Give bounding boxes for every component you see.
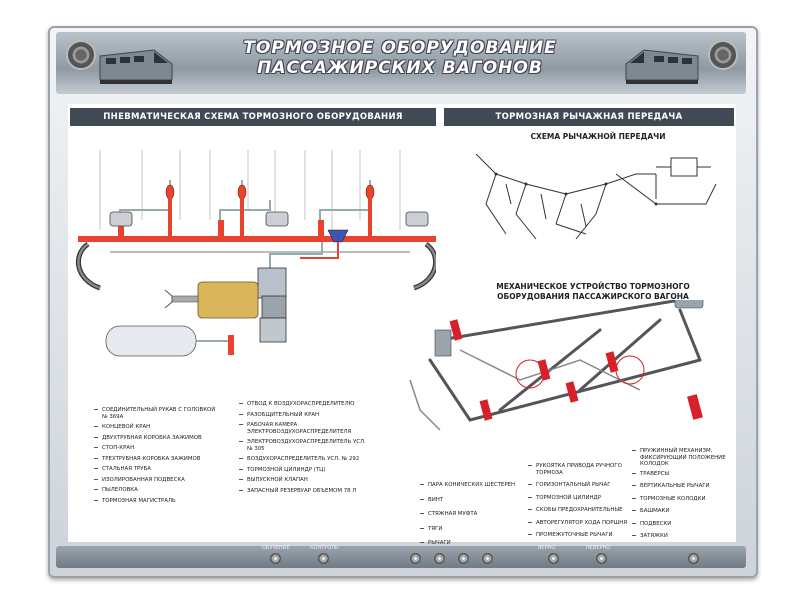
left-legend-col1: СОЕДИНИТЕЛЬНЫЙ РУКАВ С ГОЛОВКОЙ № 369А К…	[94, 407, 222, 505]
legend-item: КОНЦЕВОЙ КРАН	[94, 424, 222, 431]
legend-item: ПРУЖИННЫЙ МЕХАНИЗМ, ФИКСИРУЮЩИЙ ПОЛОЖЕНИ…	[632, 448, 732, 468]
legend-item: ДВУХТРУБНАЯ КОРОБКА ЗАЖИМОВ	[94, 435, 222, 442]
legend-item: БАШМАКИ	[632, 508, 732, 515]
legend-item: ТРЕХТРУБНАЯ КОРОБКА ЗАЖИМОВ	[94, 456, 222, 463]
legend-item: ПАРА КОНИЧЕСКИХ ШЕСТЕРЕН	[420, 482, 528, 489]
legend-item: РАЗОБЩИТЕЛЬНЫЙ КРАН	[239, 412, 367, 419]
legend-item: ПОДВЕСКИ	[632, 521, 732, 528]
legend-item: АВТОРЕГУЛЯТОР ХОДА ПОРШНЯ	[528, 520, 632, 527]
legend-item: ТЯГИ	[420, 526, 528, 533]
legend-item: ТОРМОЗНЫЕ КОЛОДКИ	[632, 496, 732, 503]
legend-item: ТОРМОЗНОЙ ЦИЛИНДР (ТЦ)	[239, 467, 367, 474]
legend-item: ИЗОЛИРОВАННАЯ ПОДВЕСКА	[94, 477, 222, 484]
select-button-1[interactable]	[410, 553, 421, 564]
power-button[interactable]	[688, 553, 699, 564]
reserve-tank	[105, 325, 197, 357]
training-button[interactable]	[270, 553, 281, 564]
legend-item: ВЕРТИКАЛЬНЫЕ РЫЧАГИ	[632, 483, 732, 490]
mechanical-brake-isometric	[409, 300, 704, 431]
right-legend-col1: ПАРА КОНИЧЕСКИХ ШЕСТЕРЕН ВИНТ СТЯЖНАЯ МУ…	[420, 482, 528, 547]
label-wrong: НЕВЕРНО	[586, 545, 611, 551]
locomotive-image-left	[99, 49, 173, 84]
legend-item: ВИНТ	[420, 497, 528, 504]
legend-item: СОЕДИНИТЕЛЬНЫЙ РУКАВ С ГОЛОВКОЙ № 369А	[94, 407, 222, 420]
mechanism-subtitle-line-2: ОБОРУДОВАНИЯ ПАССАЖИРСКОГО ВАГОНА	[497, 292, 689, 301]
legend-item: СТОП-КРАН	[94, 445, 222, 452]
title-line-1: ТОРМОЗНОЕ ОБОРУДОВАНИЕ	[243, 38, 557, 58]
legend-item: ТРАВЕРСЫ	[632, 471, 732, 478]
right-legend-col3: ПРУЖИННЫЙ МЕХАНИЗМ, ФИКСИРУЮЩИЙ ПОЛОЖЕНИ…	[632, 448, 732, 540]
mechanism-subtitle: МЕХАНИЧЕСКОЕ УСТРОЙСТВО ТОРМОЗНОГО ОБОРУ…	[478, 282, 708, 302]
right-legend-col2: РУКОЯТКА ПРИВОДА РУЧНОГО ТОРМОЗА ГОРИЗОН…	[528, 463, 632, 539]
left-section-title: ПНЕВМАТИЧЕСКАЯ СХЕМА ТОРМОЗНОГО ОБОРУДОВ…	[70, 108, 436, 126]
legend-item: ГОРИЗОНТАЛЬНЫЙ РЫЧАГ	[528, 482, 632, 489]
title-line-2: ПАССАЖИРСКИХ ВАГОНОВ	[257, 58, 543, 78]
control-button[interactable]	[318, 553, 329, 564]
label-correct: ВЕРНО	[538, 545, 556, 551]
poster-title: ТОРМОЗНОЕ ОБОРУДОВАНИЕ ПАССАЖИРСКИХ ВАГО…	[200, 38, 600, 78]
locomotive-image-right	[625, 49, 699, 84]
legend-item: ВОЗДУХОРАСПРЕДЕЛИТЕЛЬ УСЛ. № 292	[239, 456, 367, 463]
legend-item: ОТВОД К ВОЗДУХОРАСПРЕДЕЛИТЕЛЮ	[239, 401, 367, 408]
legend-item: ТОРМОЗНОЙ ЦИЛИНДР	[528, 495, 632, 502]
legend-item: РУКОЯТКА ПРИВОДА РУЧНОГО ТОРМОЗА	[528, 463, 632, 476]
legend-item: СКОБЫ ПРЕДОХРАНИТЕЛЬНЫЕ	[528, 507, 632, 514]
wrong-indicator	[596, 553, 607, 564]
lever-scheme-subtitle: СХЕМА РЫЧАЖНОЙ ПЕРЕДАЧИ	[530, 132, 666, 141]
label-control: КОНТРОЛЬ	[310, 545, 339, 551]
legend-item: ВЫПУСКНОЙ КЛАПАН	[239, 477, 367, 484]
speaker-icon-left	[66, 40, 96, 70]
correct-indicator	[548, 553, 559, 564]
speaker-icon-right	[708, 40, 738, 70]
legend-item: СТЯЖНАЯ МУФТА	[420, 511, 528, 518]
lever-scheme-diagram	[475, 153, 717, 240]
legend-item: СТАЛЬНАЯ ТРУБА	[94, 466, 222, 473]
control-panel	[56, 546, 746, 568]
left-legend-col2: ОТВОД К ВОЗДУХОРАСПРЕДЕЛИТЕЛЮ РАЗОБЩИТЕЛ…	[239, 401, 367, 495]
legend-item: РАБОЧАЯ КАМЕРА ЭЛЕКТРОВОЗДУХОРАСПРЕДЕЛИТ…	[239, 422, 367, 435]
brake-cylinder	[197, 281, 259, 319]
legend-item: ПРОМЕЖУТОЧНЫЕ РЫЧАГИ	[528, 532, 632, 539]
select-button-4[interactable]	[482, 553, 493, 564]
legend-item: ЗАТЯЖКИ	[632, 533, 732, 540]
mechanism-subtitle-line-1: МЕХАНИЧЕСКОЕ УСТРОЙСТВО ТОРМОЗНОГО	[496, 282, 690, 291]
select-button-2[interactable]	[434, 553, 445, 564]
diagram-board	[68, 104, 736, 542]
legend-item: ЗАПАСНЫЙ РЕЗЕРВУАР ОБЪЕМОМ 78 Л	[239, 488, 367, 495]
brake-main-line	[98, 236, 418, 242]
legend-item: РЫЧАГИ	[420, 540, 528, 547]
select-button-3[interactable]	[458, 553, 469, 564]
legend-item: ПЫЛЕЛОВКА	[94, 487, 222, 494]
legend-item: ТОРМОЗНАЯ МАГИСТРАЛЬ	[94, 498, 222, 505]
label-training: ОБУЧЕНИЕ	[262, 545, 290, 551]
right-section-title: ТОРМОЗНАЯ РЫЧАЖНАЯ ПЕРЕДАЧА	[444, 108, 734, 126]
legend-item: ЭЛЕКТРОВОЗДУХОРАСПРЕДЕЛИТЕЛЬ УСЛ. № 305	[239, 439, 366, 452]
pneumatic-scheme	[76, 150, 436, 357]
